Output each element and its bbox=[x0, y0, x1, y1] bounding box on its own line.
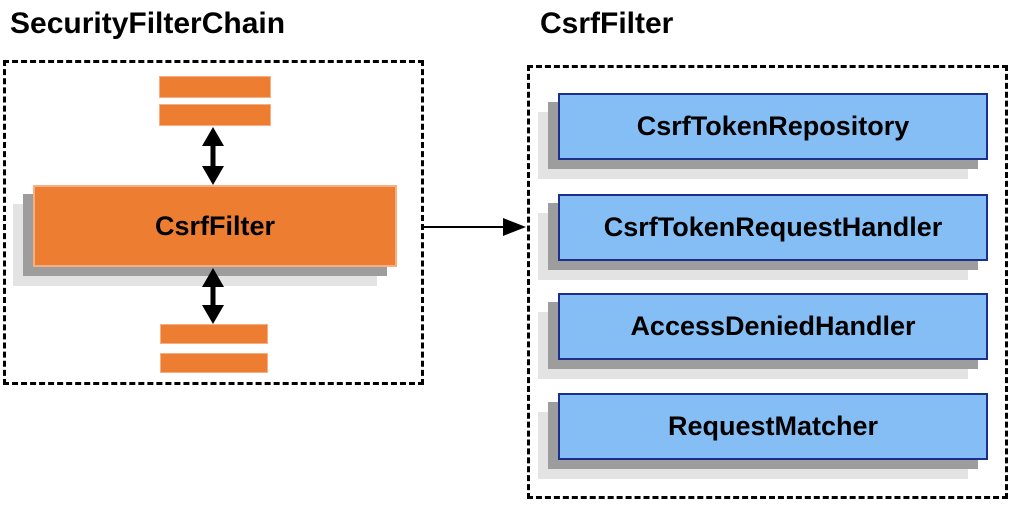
filter-placeholder-bar-top-2 bbox=[159, 104, 271, 126]
component-box-label: CsrfTokenRepository bbox=[636, 111, 910, 141]
component-box-access-denied-handler: AccessDeniedHandler bbox=[558, 293, 988, 360]
component-box-label: AccessDeniedHandler bbox=[630, 311, 916, 341]
csrf-filter-title: CsrfFilter bbox=[540, 7, 674, 40]
right-arrow-icon bbox=[422, 218, 526, 236]
component-box-request-matcher: RequestMatcher bbox=[558, 393, 988, 460]
component-box-csrf-token-repository: CsrfTokenRepository bbox=[558, 93, 988, 160]
csrf-filter-box: CsrfFilter bbox=[33, 185, 397, 267]
security-filter-chain-panel bbox=[3, 60, 424, 385]
filter-placeholder-bar-top-1 bbox=[159, 76, 271, 98]
component-box-csrf-token-request-handler: CsrfTokenRequestHandler bbox=[558, 194, 988, 261]
filter-placeholder-bar-bottom-1 bbox=[160, 324, 268, 344]
security-filter-chain-title: SecurityFilterChain bbox=[10, 7, 286, 40]
component-box-label: RequestMatcher bbox=[667, 411, 879, 441]
csrf-filter-box-label: CsrfFilter bbox=[154, 210, 276, 241]
filter-placeholder-bar-bottom-2 bbox=[160, 353, 268, 373]
component-box-label: CsrfTokenRequestHandler bbox=[603, 212, 943, 242]
csrf-filter-panel bbox=[527, 65, 1008, 499]
